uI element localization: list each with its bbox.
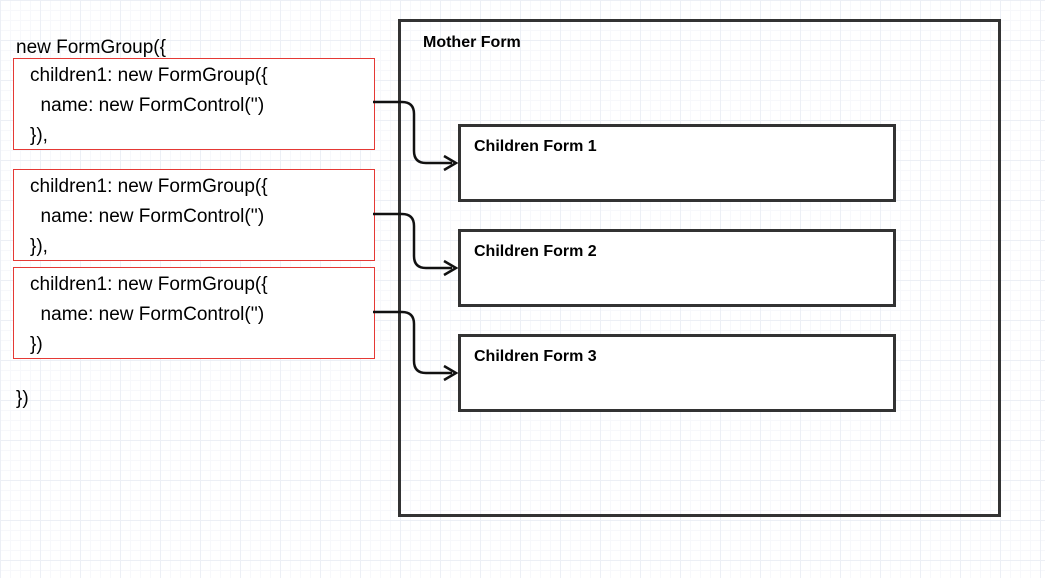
code-block-3-line-3: }) bbox=[30, 334, 43, 355]
mother-form-label: Mother Form bbox=[423, 34, 521, 51]
code-block-2-line-1: children1: new FormGroup({ bbox=[30, 176, 268, 197]
code-block-3: children1: new FormGroup({ name: new For… bbox=[13, 267, 375, 359]
code-block-3-line-2: name: new FormControl('') bbox=[30, 304, 265, 325]
code-block-2-line-2: name: new FormControl('') bbox=[30, 206, 265, 227]
children-form-2: Children Form 2 bbox=[458, 229, 896, 307]
code-block-1-line-3: }), bbox=[30, 125, 48, 146]
children-form-3: Children Form 3 bbox=[458, 334, 896, 412]
children-form-1: Children Form 1 bbox=[458, 124, 896, 202]
code-block-2-line-3: }), bbox=[30, 236, 48, 257]
code-close-line: }) bbox=[16, 388, 29, 409]
children-form-3-label: Children Form 3 bbox=[474, 348, 597, 365]
code-block-1-line-2: name: new FormControl('') bbox=[30, 95, 265, 116]
children-form-2-label: Children Form 2 bbox=[474, 243, 597, 260]
code-block-1-line-1: children1: new FormGroup({ bbox=[30, 65, 268, 86]
code-block-1: children1: new FormGroup({ name: new For… bbox=[13, 58, 375, 150]
children-form-1-label: Children Form 1 bbox=[474, 138, 597, 155]
code-block-3-line-1: children1: new FormGroup({ bbox=[30, 274, 268, 295]
code-block-2: children1: new FormGroup({ name: new For… bbox=[13, 169, 375, 261]
code-open-line: new FormGroup({ bbox=[16, 37, 166, 58]
